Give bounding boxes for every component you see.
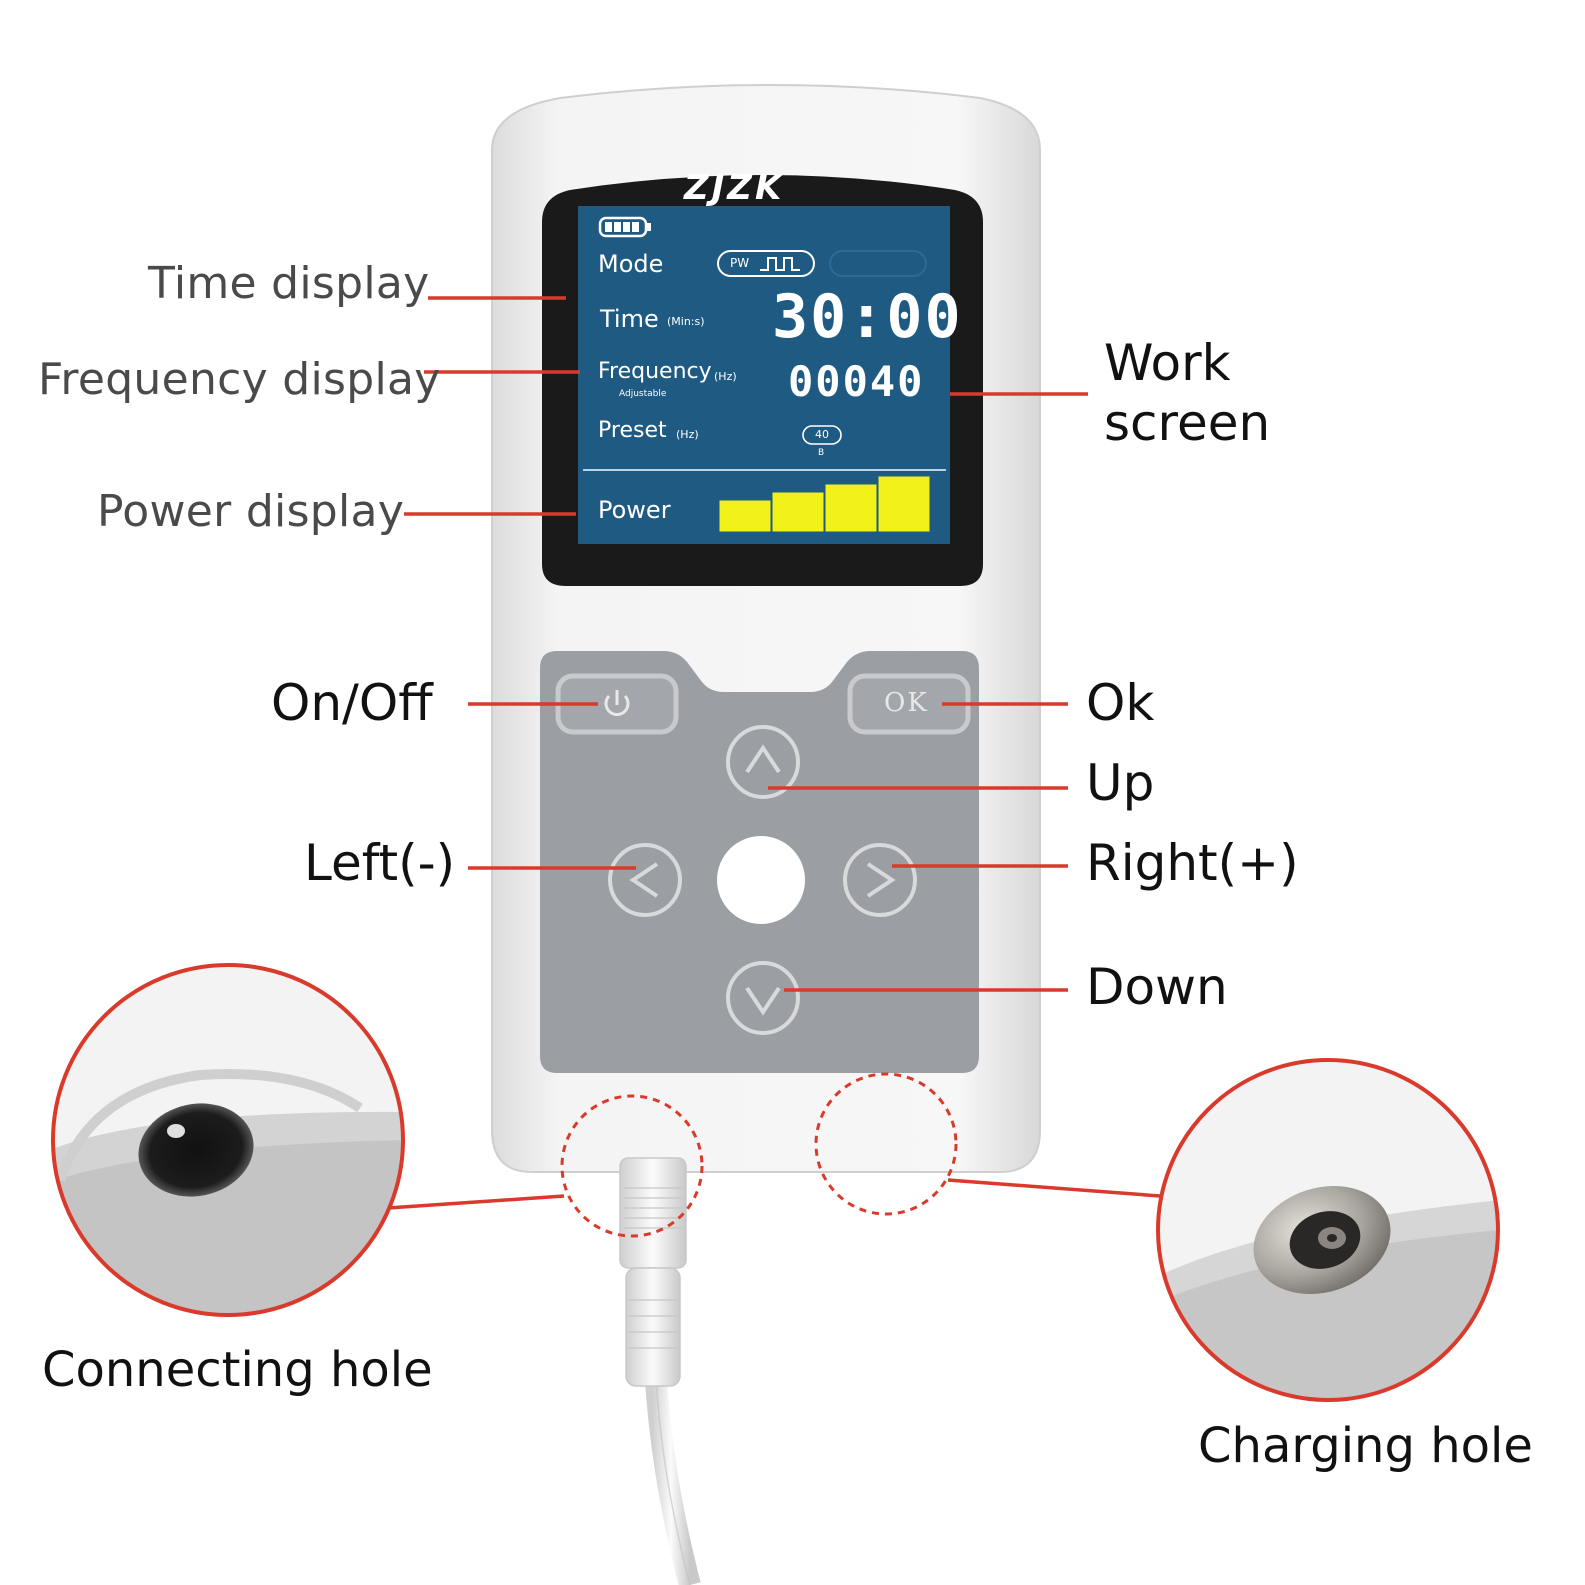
leader-connecting [387, 1194, 565, 1210]
preset-sub: B [818, 448, 825, 458]
mode-badge [717, 250, 927, 277]
preset-pill [802, 425, 842, 445]
power-bars [719, 476, 930, 532]
up-key [726, 725, 800, 799]
brand-logo: ZJZK [684, 168, 785, 208]
leader-charging [947, 1178, 1161, 1198]
preset-unit: (Hz) [676, 428, 699, 441]
frequency-unit: (Hz) [714, 370, 737, 383]
callout-right: Right(+) [1086, 834, 1299, 892]
left-key [608, 843, 682, 917]
callout-left: Left(-) [304, 834, 456, 892]
frequency-label: Frequency [598, 359, 712, 384]
power-bar-3 [825, 484, 877, 532]
cable-connector [619, 1157, 687, 1387]
power-bar-1 [719, 500, 771, 532]
power-bar-2 [772, 492, 824, 532]
mode-label: Mode [598, 250, 664, 278]
callout-on-off: On/Off [271, 674, 433, 732]
charging-hole-marker [814, 1072, 958, 1216]
charging-hole-zoom [1156, 1058, 1500, 1402]
callout-charging-hole: Charging hole [1198, 1418, 1533, 1474]
down-key [726, 961, 800, 1035]
callout-work-screen-line2: screen [1104, 394, 1271, 452]
time-unit: (Min:s) [667, 315, 705, 328]
preset-value: 40 [815, 428, 829, 441]
callout-work-screen-line1: Work [1104, 334, 1231, 392]
battery-icon [598, 216, 651, 238]
connecting-hole-marker [560, 1094, 704, 1238]
frequency-note: Adjustable [619, 389, 667, 399]
callout-frequency-display: Frequency display [38, 354, 441, 405]
ok-key-label: OK [884, 688, 929, 718]
callout-up: Up [1086, 754, 1155, 812]
connecting-hole-zoom [51, 963, 405, 1317]
callout-power-display: Power display [97, 486, 405, 537]
preset-label: Preset [598, 418, 667, 443]
mode-badge-text: PW [730, 256, 750, 270]
center-key [717, 836, 805, 924]
frequency-value: 00040 [788, 357, 925, 406]
callout-time-display: Time display [148, 258, 430, 309]
power-bar-4 [878, 476, 930, 532]
callout-connecting-hole: Connecting hole [42, 1342, 433, 1398]
callout-down: Down [1086, 958, 1228, 1016]
right-key [843, 843, 917, 917]
callout-ok: Ok [1086, 674, 1155, 732]
time-value: 30:00 [772, 282, 963, 352]
time-label: Time [600, 305, 659, 333]
power-label: Power [598, 496, 671, 524]
